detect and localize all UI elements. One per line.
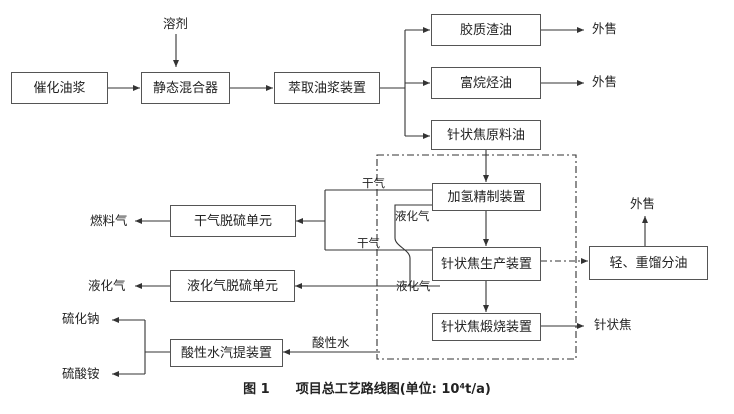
node-lpg-desulf: 液化气脱硫单元	[170, 270, 295, 302]
label-sour-water: 酸性水	[312, 335, 350, 350]
node-calcination: 针状焦煅烧装置	[432, 313, 541, 341]
node-static-mixer: 静态混合器	[141, 72, 230, 104]
label-sale-aromatic: 外售	[592, 74, 618, 89]
node-gum-residue: 胶质渣油	[431, 14, 541, 46]
label-dry-gas-top: 干气	[362, 176, 385, 190]
node-light-heavy-oil: 轻、重馏分油	[589, 246, 708, 280]
figure-caption: 图 1 项目总工艺路线图(单位: 10⁴t/a)	[243, 382, 491, 397]
label-sale-lightheavy: 外售	[630, 196, 656, 211]
label-lpg-out: 液化气	[88, 278, 126, 293]
label-ammonium-sulfate: 硫酸铵	[62, 366, 100, 381]
label-solvent: 溶剂	[163, 16, 189, 31]
node-needle-feed: 针状焦原料油	[431, 120, 541, 150]
node-dry-gas-desulf: 干气脱硫单元	[170, 205, 296, 237]
label-sodium-sulfide: 硫化钠	[62, 311, 100, 326]
node-aromatic-oil: 富烷烃油	[431, 67, 541, 99]
label-dry-gas-bottom: 干气	[357, 236, 380, 250]
node-needle-production: 针状焦生产装置	[432, 247, 541, 281]
node-hydro-refining: 加氢精制装置	[432, 183, 541, 211]
lpg-line-hydro	[394, 204, 432, 286]
label-needle-coke: 针状焦	[594, 317, 632, 332]
dashdot-enclosure	[376, 154, 577, 360]
label-lpg-lower: 液化气	[396, 279, 431, 293]
node-catalytic-slurry: 催化油浆	[11, 72, 108, 104]
label-fuel-gas: 燃料气	[90, 213, 128, 228]
label-sale-gum: 外售	[592, 21, 618, 36]
node-sour-water: 酸性水汽提装置	[170, 339, 283, 367]
node-extraction: 萃取油浆装置	[274, 72, 380, 104]
label-lpg-upper: 液化气	[395, 209, 430, 223]
